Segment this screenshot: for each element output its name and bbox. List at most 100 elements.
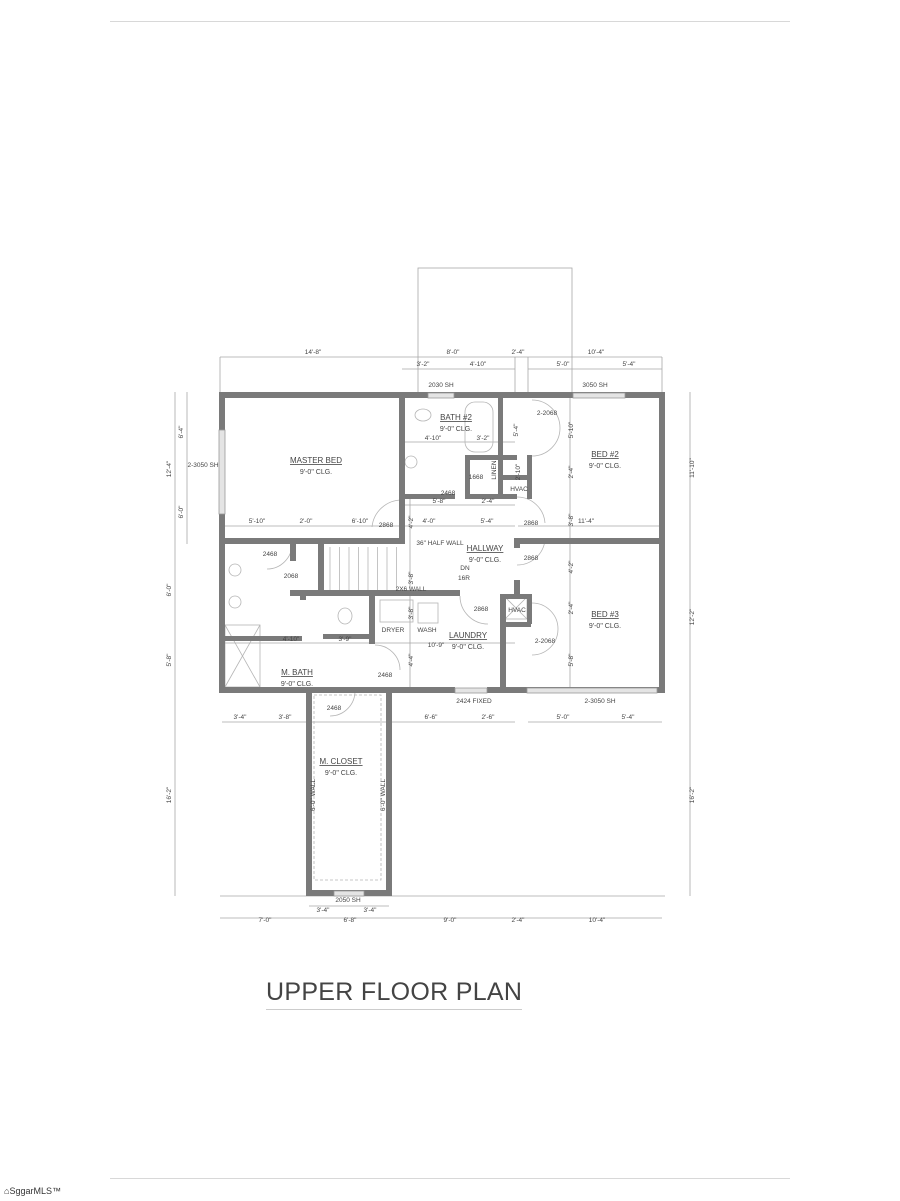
annotation-label: DRYER bbox=[382, 627, 405, 634]
annotation-label: 6'-0" WALL bbox=[380, 779, 387, 812]
annotation-label: 2-2068 bbox=[537, 410, 558, 417]
dimension-label: 8'-0" bbox=[447, 349, 461, 356]
wall bbox=[500, 594, 506, 687]
annotation-label: 2468 bbox=[441, 490, 456, 497]
annotation-label: HVAC bbox=[508, 607, 526, 614]
door-swing bbox=[516, 496, 546, 524]
dimension-label: 5'-8" bbox=[166, 653, 173, 667]
window bbox=[454, 687, 488, 694]
dimension-label: 6'-0" bbox=[166, 583, 173, 597]
dimension-label: 3'-8" bbox=[408, 606, 415, 620]
sink bbox=[228, 595, 242, 609]
wall bbox=[514, 538, 520, 548]
hvac-unit-x bbox=[504, 596, 528, 620]
roof-outline bbox=[417, 267, 573, 396]
sink bbox=[228, 563, 242, 577]
annotation-label: WASH bbox=[417, 627, 437, 634]
wall bbox=[500, 594, 531, 599]
dimension-label: 2'-10" bbox=[515, 463, 522, 480]
dimension-label: 12'-4" bbox=[166, 460, 173, 477]
dimension-label: 5'-8" bbox=[568, 653, 575, 667]
room-ceiling: 9'-0" CLG. bbox=[325, 770, 357, 777]
annotation-label: 2868 bbox=[524, 555, 539, 562]
dimension-label: 3'-9" bbox=[339, 636, 353, 643]
annotation-label: 3050 SH bbox=[582, 382, 608, 389]
window bbox=[526, 687, 658, 694]
dimension-label: 10'-9" bbox=[428, 642, 445, 649]
wall bbox=[306, 687, 312, 896]
dimension-label: 2'-0" bbox=[300, 518, 314, 525]
dimension-label: 3'-4" bbox=[317, 907, 331, 914]
door-swing bbox=[531, 399, 561, 457]
room-ceiling: 9'-0" CLG. bbox=[589, 623, 621, 630]
annotation-label: 16R bbox=[458, 575, 470, 582]
room-name: M. BATH bbox=[281, 668, 313, 677]
dimension-label: 4'-10" bbox=[470, 361, 487, 368]
room-ceiling: 9'-0" CLG. bbox=[281, 681, 313, 688]
annotation-label: 2X6 WALL bbox=[396, 586, 427, 593]
dimension-label: 10'-4" bbox=[588, 349, 605, 356]
annotation-label: 1668 bbox=[469, 474, 484, 481]
windows bbox=[218, 392, 658, 897]
door-swing bbox=[459, 595, 489, 625]
dimension-label: 4'-2" bbox=[408, 515, 415, 529]
toilet bbox=[337, 607, 353, 625]
wall bbox=[318, 541, 324, 593]
dryer bbox=[379, 599, 414, 623]
dimension-label: 9'-0" bbox=[444, 917, 458, 924]
dimension-label: 4'-10" bbox=[283, 636, 300, 643]
top-rule bbox=[110, 21, 790, 22]
dimension-label: 14'-8" bbox=[305, 349, 322, 356]
room-name: HALLWAY bbox=[467, 544, 504, 553]
annotation-label: 2468 bbox=[327, 705, 342, 712]
window bbox=[333, 890, 365, 897]
dimension-lines bbox=[174, 267, 691, 919]
room-ceiling: 9'-0" CLG. bbox=[589, 463, 621, 470]
wall bbox=[527, 594, 532, 624]
annotation-label: 2424 FIXED bbox=[456, 698, 492, 705]
wall bbox=[399, 395, 405, 500]
toilet bbox=[414, 408, 432, 422]
dimension-label: 3'-8" bbox=[279, 714, 293, 721]
annotation-label: LINEN bbox=[491, 460, 498, 479]
room-name: M. CLOSET bbox=[319, 757, 362, 766]
wall bbox=[514, 580, 520, 596]
dimension-label: 5'-10" bbox=[249, 518, 266, 525]
window bbox=[572, 392, 626, 399]
dimension-label: 4'-10" bbox=[425, 435, 442, 442]
wall bbox=[292, 538, 402, 544]
annotation-label: 6'-0" WALL bbox=[310, 779, 317, 812]
annotation-label: 2868 bbox=[379, 522, 394, 529]
wall bbox=[222, 636, 302, 641]
dimension-label: 16'-2" bbox=[689, 786, 696, 803]
room-ceiling: 9'-0" CLG. bbox=[440, 426, 472, 433]
logo-text: SggarMLS™ bbox=[9, 1186, 61, 1196]
dimension-label: 6'-0" bbox=[178, 505, 185, 519]
window bbox=[218, 429, 226, 515]
wall bbox=[498, 395, 503, 499]
wall bbox=[219, 687, 392, 693]
shower-drain bbox=[224, 624, 261, 688]
annotation-label: DN bbox=[460, 565, 470, 572]
dimension-label: 6'-10" bbox=[352, 518, 369, 525]
washer bbox=[417, 602, 439, 624]
annotation-label: 2030 SH bbox=[428, 382, 454, 389]
dimension-label: 4'-0" bbox=[423, 518, 437, 525]
room-name: LAUNDRY bbox=[449, 631, 488, 640]
dimension-label: 3'-8" bbox=[408, 571, 415, 585]
dimension-label: 5'-0" bbox=[557, 361, 571, 368]
dimension-label: 2'-4" bbox=[512, 349, 526, 356]
annotation-label: 2068 bbox=[284, 573, 299, 580]
room-name: BATH #2 bbox=[440, 413, 472, 422]
mls-logo: ⌂SggarMLS™ bbox=[4, 1186, 61, 1196]
closet-shelf bbox=[313, 694, 382, 881]
annotation-label: 36" HALF WALL bbox=[416, 540, 464, 547]
wall bbox=[369, 594, 375, 644]
dimension-label: 2'-4" bbox=[568, 465, 575, 479]
dimension-label: 3'-8" bbox=[568, 513, 575, 527]
dimension-label: 6'-6" bbox=[425, 714, 439, 721]
wall bbox=[514, 538, 665, 544]
dimension-label: 5'-4" bbox=[623, 361, 637, 368]
